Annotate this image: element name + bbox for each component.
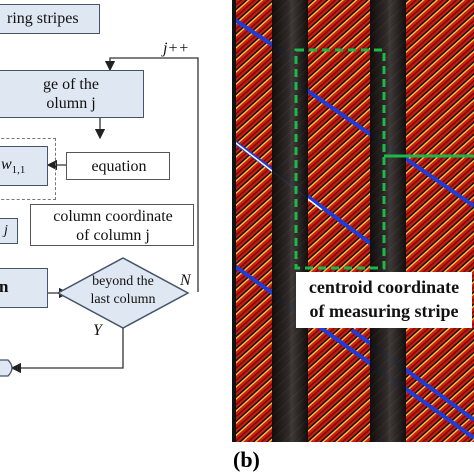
image-box-line-2: olumn j [46, 95, 96, 112]
column-index-box: , j [0, 218, 18, 244]
dark-band-left [272, 0, 308, 442]
roi-rectangle [294, 48, 386, 270]
w-subscript: 1,1 [11, 164, 26, 177]
label-y: Y [93, 322, 102, 339]
stripe-field [232, 0, 474, 442]
annotation-line-2: of measuring stripe [309, 301, 459, 321]
terminal-fragment [0, 359, 13, 377]
loop-connector [104, 57, 199, 292]
image-box-line-1: ge of the [43, 76, 99, 93]
measuring-stripes-box: ring stripes [0, 4, 100, 34]
dark-band-right [370, 0, 406, 442]
equation-group-dashed [0, 138, 56, 200]
loop-label: j++ [163, 40, 190, 57]
annotation-line-1: centroid coordinate [308, 277, 460, 297]
centroid-box: n [0, 268, 48, 308]
connector-y-branch [10, 328, 124, 374]
w-label: w1,1 [1, 156, 25, 176]
coordinate-line-2: of column j [76, 227, 150, 244]
column-index-label: , j [0, 223, 8, 238]
w-symbol: w [1, 156, 12, 173]
measuring-stripes-label: ring stripes [7, 10, 79, 27]
column-coordinate-box: column coordinate of column j [30, 204, 194, 246]
equation-label: equation [91, 158, 147, 175]
w-box: w1,1 [0, 146, 48, 186]
panel-label: (b) [233, 447, 260, 472]
decision-text-1: beyond the [92, 274, 154, 289]
centroid-annotation: centroid coordinate of measuring stripe [296, 272, 472, 328]
flowchart-connectors [0, 57, 199, 377]
centroid-box-label: n [0, 277, 9, 296]
stripe-image [232, 0, 474, 442]
decision-text-2: last column [90, 292, 156, 307]
coordinate-line-1: column coordinate [53, 208, 173, 225]
equation-box: equation [66, 152, 170, 180]
label-n: N [180, 272, 191, 289]
dark-edge-left [232, 0, 236, 442]
image-of-column-box: ge of the olumn j [0, 70, 144, 118]
